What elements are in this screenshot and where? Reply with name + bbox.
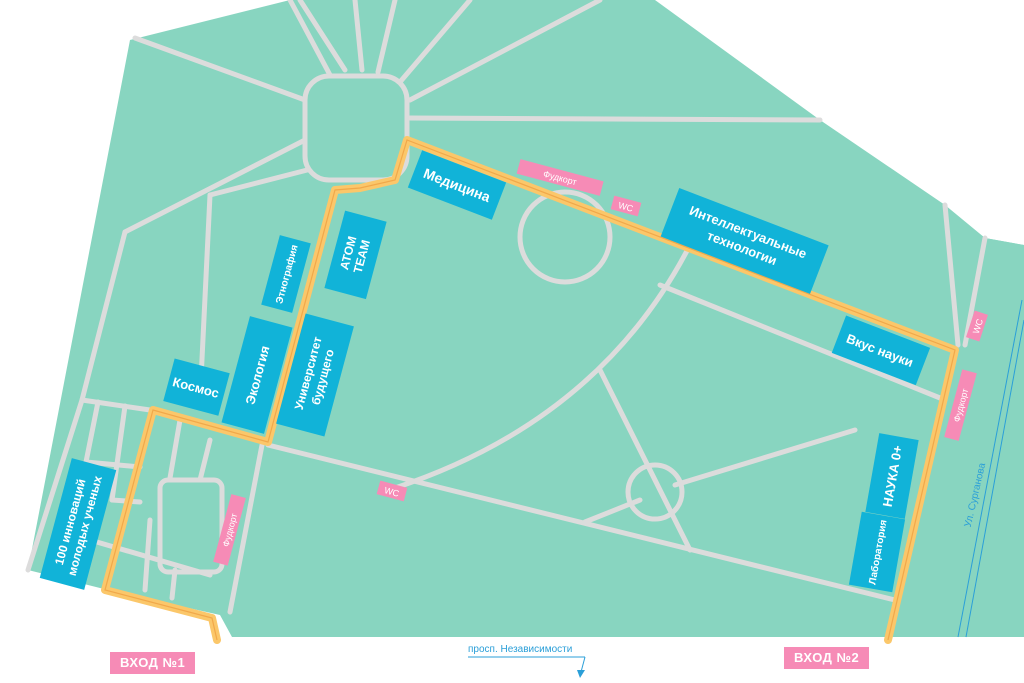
surganova-street	[957, 299, 1024, 638]
foodcourt-tag-top: Фудкорт	[516, 159, 604, 196]
foodcourt-tag-right: Фудкорт	[944, 369, 977, 441]
wc-tag-mid: WC	[376, 480, 408, 502]
wc-tag-right: WC	[966, 310, 988, 342]
pavilion-laboratory[interactable]: Лаборатория	[848, 511, 906, 593]
street-strip	[935, 238, 1024, 637]
pavilion-space[interactable]: Космос	[163, 358, 230, 416]
park-area	[28, 0, 1024, 637]
pavilion-ecology[interactable]: Экология	[221, 316, 293, 434]
central-plaza	[302, 73, 410, 183]
nezavisimosti-arrow	[468, 656, 586, 673]
entrance-2-label[interactable]: ВХОД №2	[784, 647, 870, 669]
nezavisimosti-label: просп. Независимости	[468, 644, 573, 655]
pavilion-100-innovations[interactable]: 100 инноваций молодых ученых	[39, 458, 117, 590]
svg-text:WC: WC	[383, 485, 401, 499]
pavilion-university-of-future[interactable]: Университет будущего	[276, 313, 354, 437]
wc-tag-top: WC	[610, 195, 642, 217]
entrance-1-label[interactable]: ВХОД №1	[110, 652, 196, 674]
svg-text:WC: WC	[617, 200, 635, 214]
foodcourt-tag-left: Фудкорт	[213, 494, 246, 566]
pavilion-atom-team[interactable]: ATOM TEAM	[324, 210, 387, 300]
arrow-head-icon	[577, 670, 585, 678]
pavilion-nauka-0[interactable]: НАУКА 0+	[865, 433, 919, 519]
walking-paths	[25, 0, 988, 615]
tour-route-center	[104, 139, 956, 641]
pavilion-intellectual-technologies[interactable]: Интеллектуальные технологии	[660, 187, 829, 294]
svg-text:WC: WC	[971, 317, 985, 335]
pavilion-ethnography[interactable]: Этнография	[261, 235, 311, 313]
